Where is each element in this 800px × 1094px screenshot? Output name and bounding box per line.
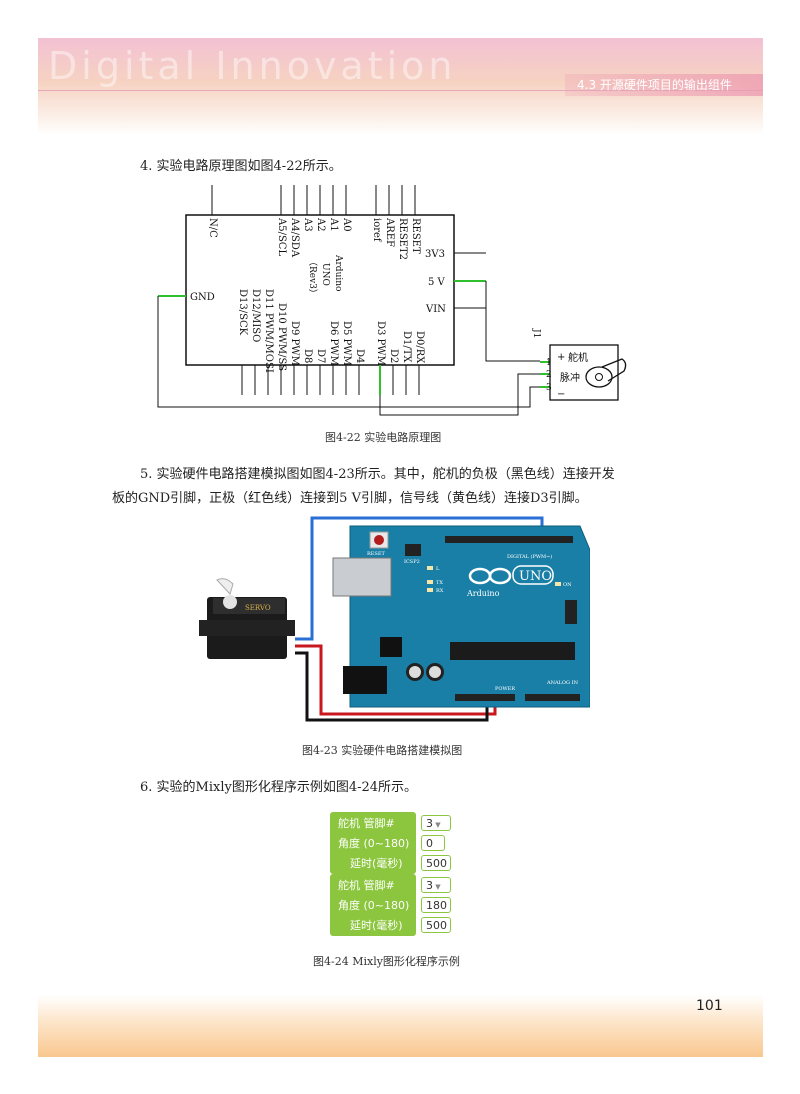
- pin-d4: D4: [354, 349, 365, 363]
- on-label: ON: [563, 582, 572, 588]
- pin-a4: A4/SDA: [289, 217, 300, 258]
- pin-d7: D7: [315, 349, 326, 363]
- pin-d1: D1/TX: [401, 331, 412, 363]
- section-title: 4.3 开源硬件项目的输出组件: [577, 78, 732, 92]
- pin-d5: D5 PWM: [341, 321, 352, 366]
- led-tx: TX: [436, 580, 443, 586]
- pin-vin: VIN: [425, 304, 446, 315]
- pin-reset: RESET: [410, 218, 421, 254]
- pin-d12: D12/MISO: [250, 289, 261, 342]
- servo-plus: +: [557, 352, 565, 363]
- pin-reset2: RESET2: [397, 218, 408, 260]
- servo-motor: SERVO: [199, 578, 295, 659]
- pin-d6: D6 PWM: [328, 321, 339, 366]
- pin-5v: 5 V: [428, 277, 446, 288]
- board-name-2: UNO: [320, 263, 330, 286]
- servo-label: 舵机: [568, 351, 588, 364]
- pin-a3: A3: [302, 217, 313, 232]
- icsp-label: ICSP2: [404, 559, 420, 565]
- servo-block-2[interactable]: [330, 874, 416, 936]
- uno-label: UNO: [519, 569, 552, 584]
- reset-label: RESET: [367, 551, 385, 557]
- servo-pin-1: 1: [546, 358, 552, 368]
- servo-pulse: 脉冲: [560, 371, 580, 384]
- mixly-program: 舵机 管脚# 3 ▼ 角度 (0~180) 0 延时(毫秒) 500 舵机 管脚…: [330, 812, 460, 940]
- block1-angle-label: 角度 (0~180): [338, 837, 410, 850]
- pin-a1: A1: [328, 217, 339, 232]
- pin-d9: D9 PWM: [289, 321, 300, 366]
- pin-ioref: ioref: [371, 218, 382, 243]
- block2-pin-value: 3: [426, 879, 433, 892]
- arduino-brand: Arduino: [466, 589, 500, 598]
- digital-label: DIGITAL (PWM~): [507, 553, 552, 560]
- paragraph-4: 4. 实验电路原理图如图4-22所示。: [140, 159, 342, 174]
- pin-d0: D0/RX: [414, 331, 425, 364]
- paragraph-6: 6. 实验的Mixly图形化程序示例如图4-24所示。: [140, 780, 418, 795]
- figure-24-caption: 图4-24 Mixly图形化程序示例: [313, 955, 460, 968]
- led-rx: RX: [436, 588, 444, 594]
- schematic-figure: N/C A5/SCL A4/SDA A3 A2 A1 A0 ioref AREF…: [157, 185, 627, 416]
- schematic-servo-box: [549, 344, 619, 401]
- board-name-3: （Rev3）: [307, 257, 318, 298]
- pin-d11: D11 PWM/MOSI: [263, 289, 274, 373]
- pin-aref: AREF: [384, 217, 395, 247]
- servo-block-1[interactable]: [330, 812, 416, 874]
- pin-a0: A0: [341, 217, 352, 232]
- pin-d13: D13/SCK: [237, 289, 248, 336]
- pin-gnd: GND: [190, 292, 215, 303]
- servo-brand: SERVO: [245, 604, 271, 612]
- block1-angle-input[interactable]: 0: [421, 835, 445, 851]
- pin-d3: D3 PWM: [375, 321, 386, 366]
- block2-angle-label: 角度 (0~180): [338, 899, 410, 912]
- header-rule: [38, 90, 763, 91]
- pin-d10: D10 PWM/SS: [276, 303, 287, 371]
- section-tab: [565, 74, 763, 96]
- pin-a5: A5/SCL: [276, 217, 287, 256]
- pin-3v3: 3V3: [425, 249, 445, 260]
- page-number: 101: [696, 998, 723, 1014]
- header-watermark: Digital Innovation: [48, 44, 457, 88]
- pin-a2: A2: [315, 217, 326, 232]
- block2-angle-input[interactable]: 180: [421, 897, 451, 913]
- figure-23-caption: 图4-23 实验硬件电路搭建模拟图: [302, 744, 463, 757]
- microcontroller-chip: [450, 642, 575, 660]
- board-name-1: Arduino: [333, 254, 343, 291]
- block2-delay-label: 延时(毫秒): [350, 919, 403, 932]
- block1-servo-label: 舵机 管脚#: [338, 817, 395, 830]
- pin-d8: D8: [302, 349, 313, 363]
- paragraph-5-line-2: 板的GND引脚，正极（红色线）连接到5 V引脚，信号线（黄色线）连接D3引脚。: [112, 491, 588, 506]
- power-label: POWER: [495, 686, 515, 692]
- servo-ref: J1: [531, 328, 541, 338]
- pin-nc: N/C: [207, 218, 218, 238]
- paragraph-5-line-1: 5. 实验硬件电路搭建模拟图如图4-23所示。其中，舵机的负极（黑色线）连接开发: [140, 467, 615, 482]
- servo-minus: −: [557, 389, 565, 400]
- block2-delay-input[interactable]: 500: [421, 917, 451, 933]
- block1-delay-input[interactable]: 500: [421, 855, 451, 871]
- analog-label: ANALOG IN: [546, 680, 579, 686]
- breadboard-figure: RESET ICSP2 DIGITAL (PWM~) L TX RX UNO A…: [199, 516, 590, 722]
- figure-22-caption: 图4-22 实验电路原理图: [325, 431, 442, 444]
- block1-pin-value: 3: [426, 817, 433, 830]
- block1-pin-select[interactable]: 3 ▼: [421, 815, 451, 831]
- led-l: L: [436, 566, 440, 572]
- ground-wire-black: [295, 651, 489, 722]
- block1-delay-label: 延时(毫秒): [350, 857, 403, 870]
- footer-band: [38, 995, 763, 1057]
- block2-pin-select[interactable]: 3 ▼: [421, 877, 451, 893]
- servo-pin-2: 2: [546, 370, 552, 380]
- block2-servo-label: 舵机 管脚#: [338, 879, 395, 892]
- pin-d2: D2: [388, 349, 399, 363]
- servo-pin-3: 3: [546, 383, 552, 393]
